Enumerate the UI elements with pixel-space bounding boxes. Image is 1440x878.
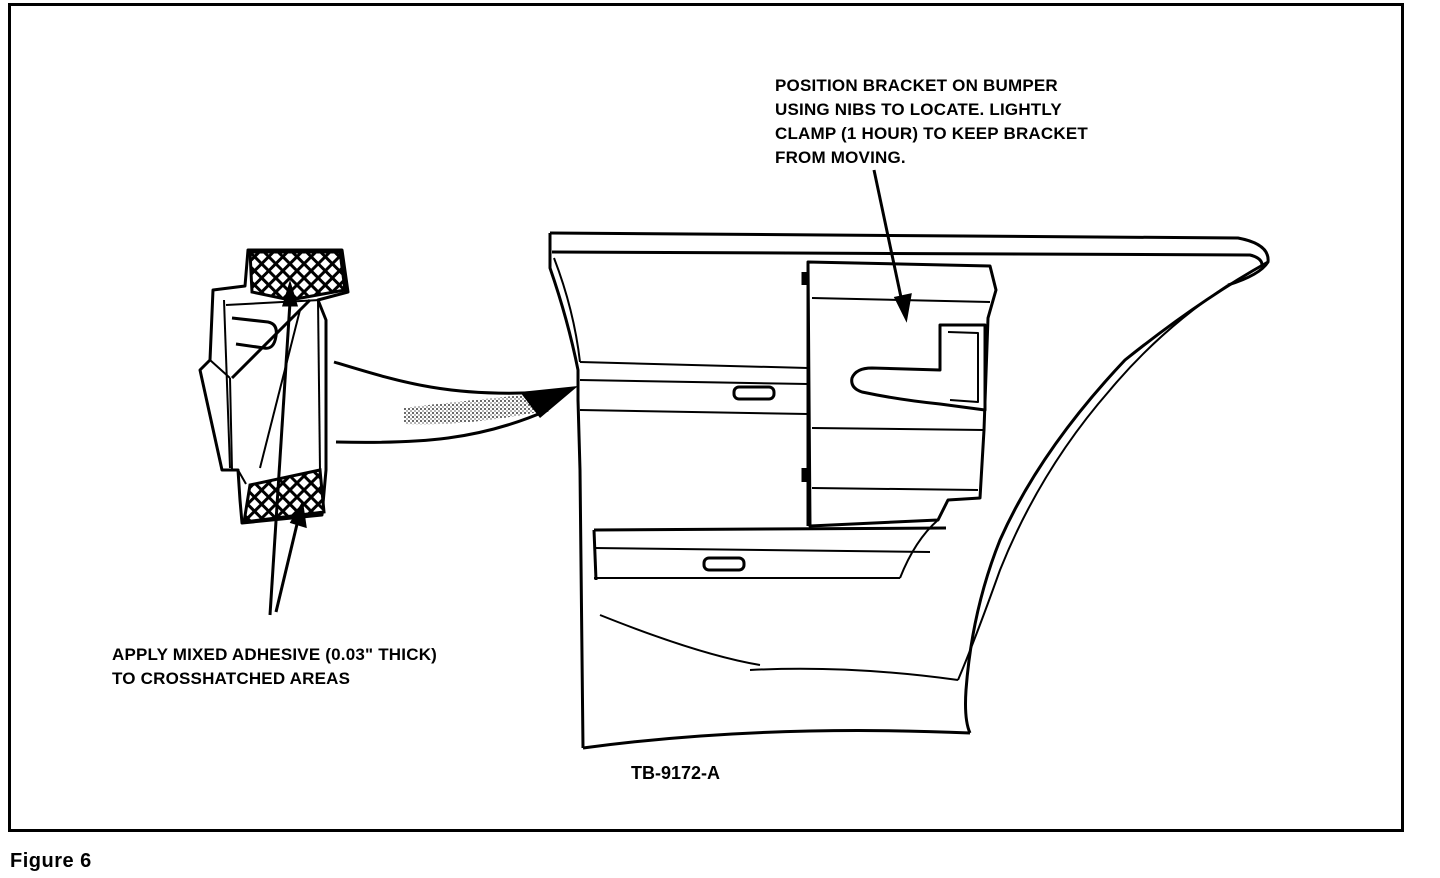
callout-line: USING NIBS TO LOCATE. LIGHTLY [775,100,1062,119]
callout-line: CLAMP (1 HOUR) TO KEEP BRACKET [775,124,1088,143]
position-bracket-callout: POSITION BRACKET ON BUMPER USING NIBS TO… [775,74,1088,170]
mounted-bracket [801,260,998,579]
callout-line: APPLY MIXED ADHESIVE (0.03" THICK) [112,645,438,664]
figure-frame [8,3,1404,832]
callout-line: POSITION BRACKET ON BUMPER [775,76,1058,95]
figure-caption: Figure 6 [10,850,92,872]
leader-lines [268,169,912,616]
motion-arrow [333,360,578,444]
callout-line: FROM MOVING. [775,148,906,167]
callout-line: TO CROSSHATCHED AREAS [112,669,351,688]
adhesive-area-bottom [242,468,326,524]
bumper-part [548,231,1270,750]
apply-adhesive-callout: APPLY MIXED ADHESIVE (0.03" THICK) TO CR… [112,643,437,691]
part-code: TB-9172-A [631,763,721,783]
adhesive-area-top [248,250,347,302]
bracket-part [198,248,350,525]
